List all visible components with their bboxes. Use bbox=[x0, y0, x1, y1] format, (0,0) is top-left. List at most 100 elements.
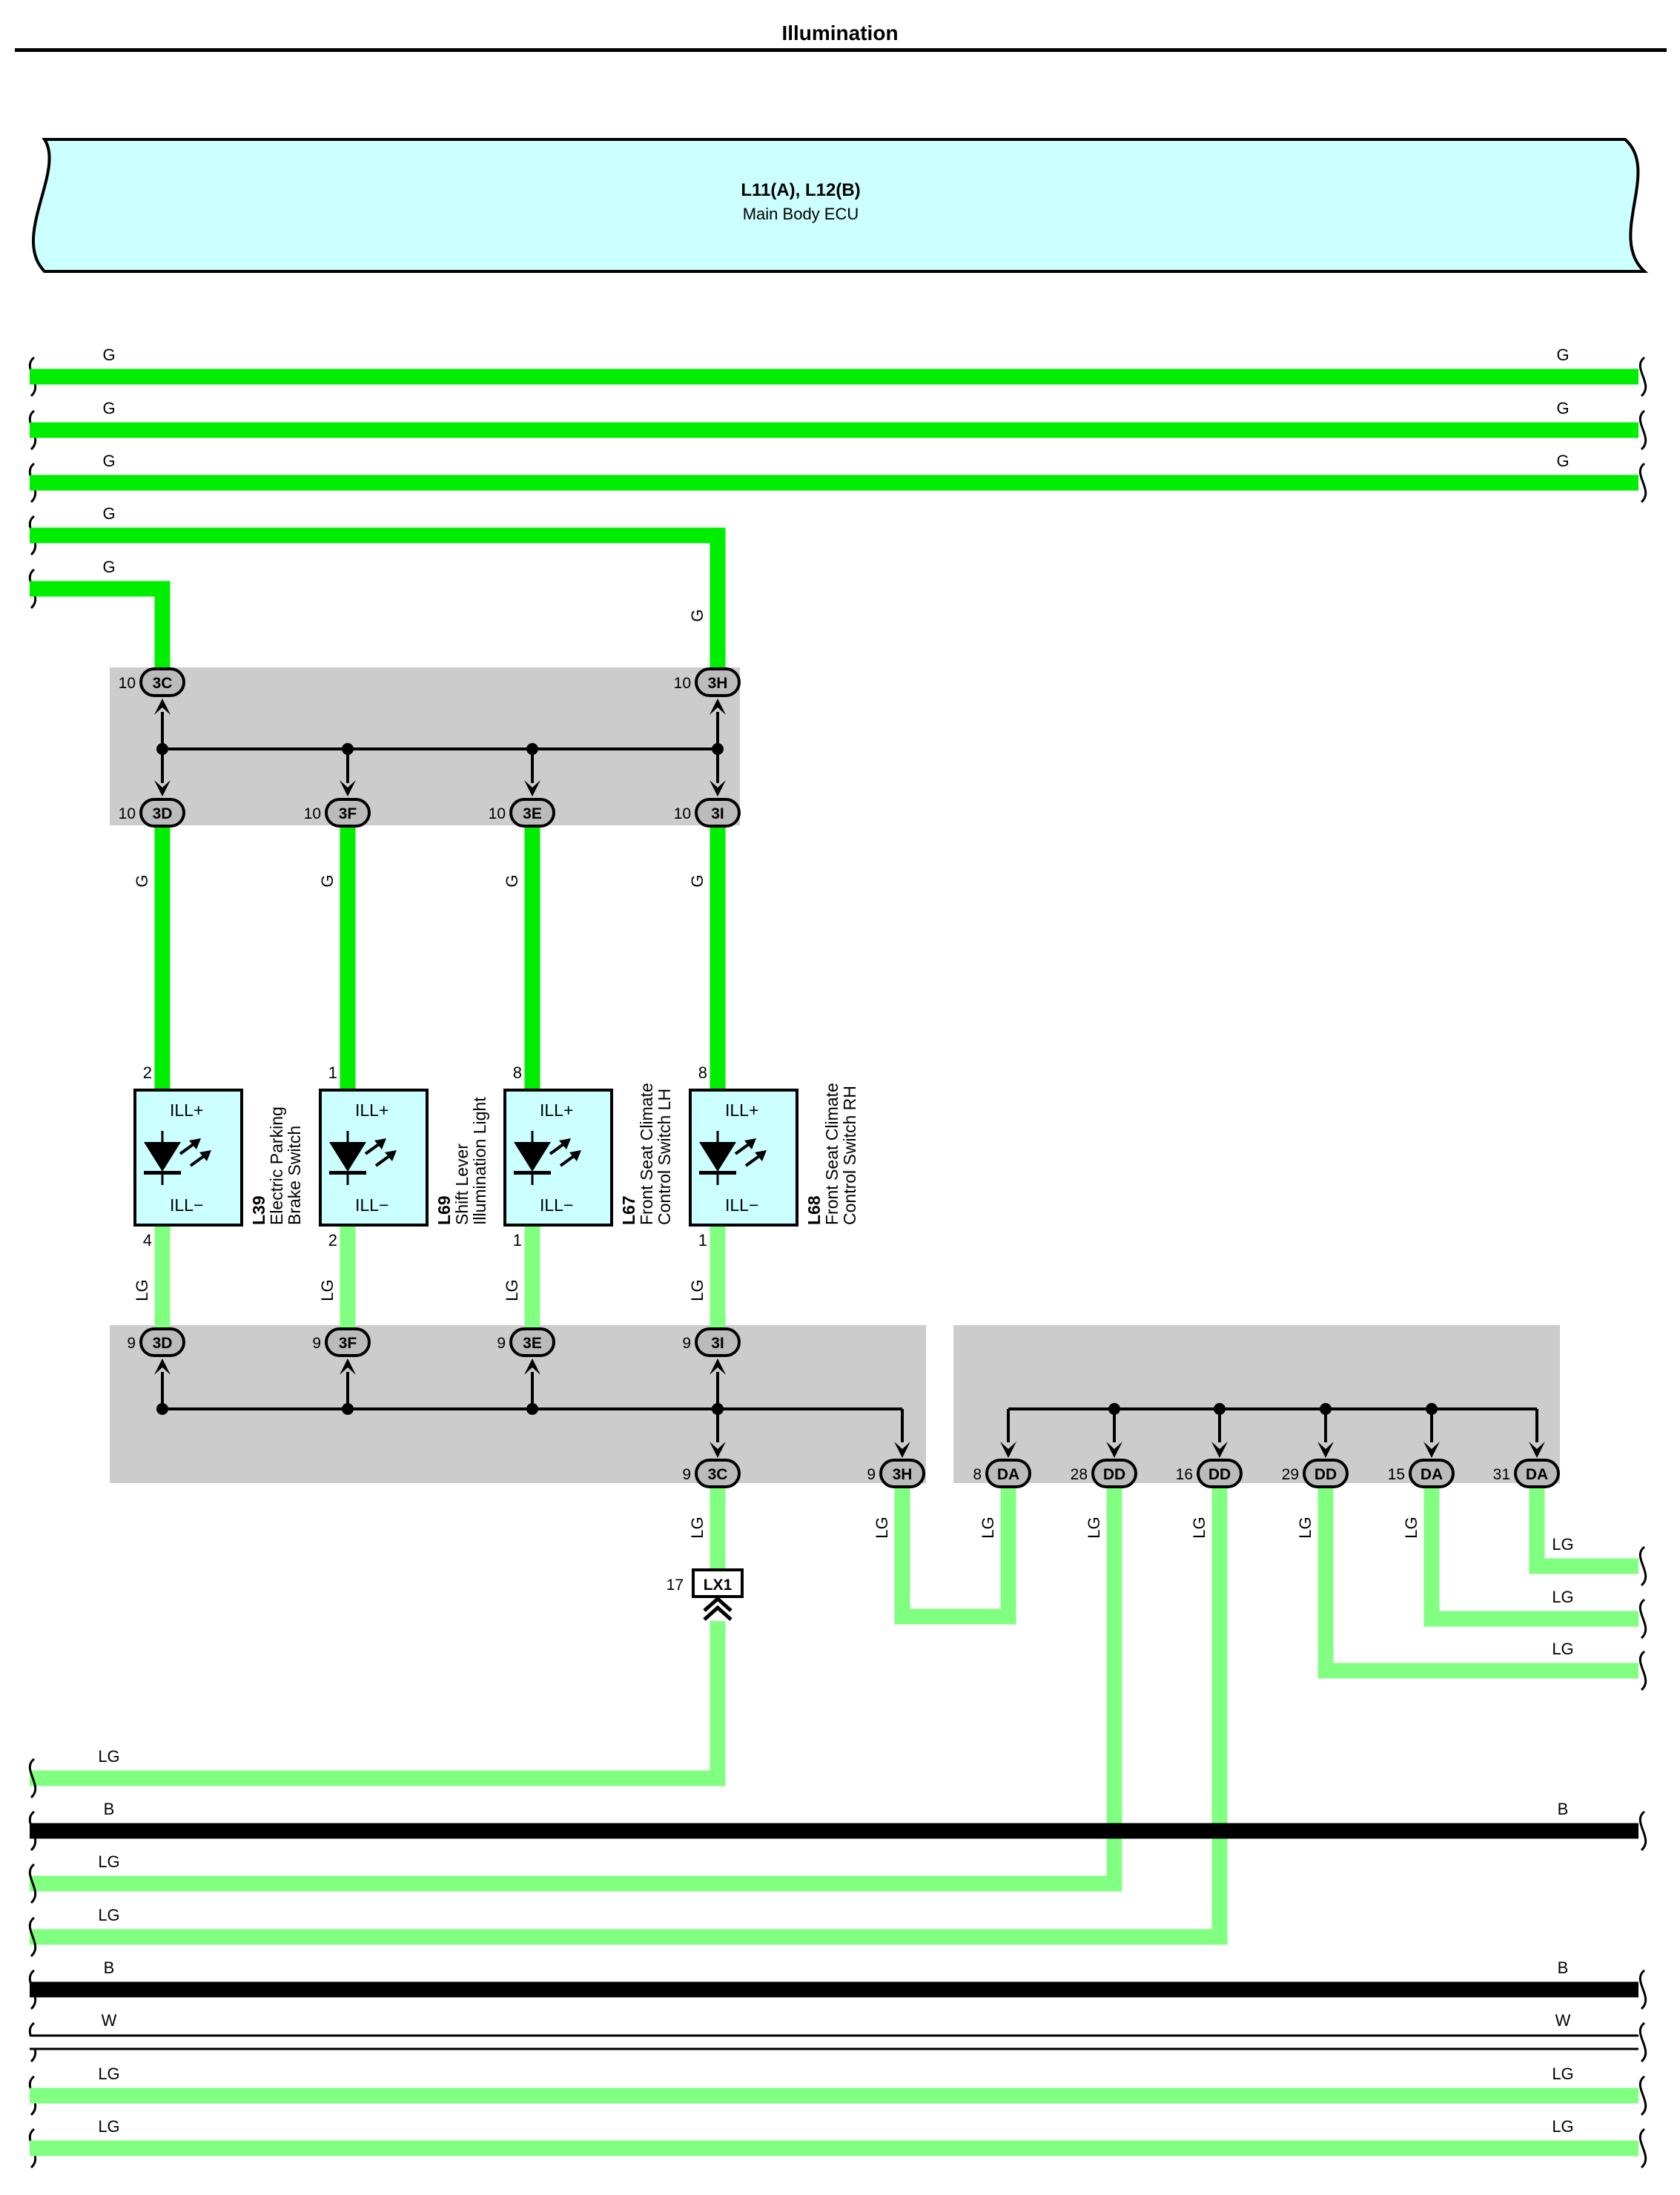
wire-label-top-left-4: G bbox=[102, 558, 115, 576]
led-bar-L39 bbox=[144, 1171, 181, 1175]
component-id-L69: L69 bbox=[434, 1195, 454, 1225]
connector-bottom-out-0-code: 3C bbox=[708, 1466, 728, 1483]
connector-top-out-3-pin: 10 bbox=[674, 805, 691, 822]
wire-break-right-bottom-5 bbox=[1638, 2021, 1647, 2063]
component-id-L68: L68 bbox=[804, 1195, 824, 1225]
connector-bottom-in-3-code: 3I bbox=[711, 1335, 724, 1352]
wire-label-bottom-left-1: B bbox=[104, 1800, 115, 1818]
wire-label-top-right-0: G bbox=[1556, 346, 1569, 364]
ill-minus-L39: ILL− bbox=[170, 1195, 203, 1215]
connector-bottom-in-1-shell bbox=[325, 1327, 371, 1357]
wire-stub-1 bbox=[1423, 1487, 1638, 1627]
connector-bottom-in-2-pin: 9 bbox=[497, 1335, 506, 1352]
main-body-ecu-block bbox=[31, 138, 1649, 273]
component-box-L69 bbox=[319, 1089, 429, 1227]
wire-stub-2 bbox=[1317, 1487, 1638, 1679]
junction-top-arrow-3 bbox=[710, 780, 726, 796]
wire-label-3h: LG bbox=[873, 1516, 891, 1538]
wire-label-stub-0: LG bbox=[1552, 1535, 1573, 1554]
wire-break-right-bottom-7 bbox=[1638, 2128, 1647, 2169]
led-bar-L67 bbox=[514, 1171, 551, 1175]
wire-label-3c: LG bbox=[688, 1516, 707, 1538]
pin-bottom-L69: 2 bbox=[328, 1231, 337, 1250]
pin-bottom-L39: 4 bbox=[143, 1231, 152, 1250]
wire-label-bottom-left-3: LG bbox=[98, 1906, 119, 1924]
wire-label-lg-L67: LG bbox=[503, 1279, 521, 1301]
wire-label-bottom-left-2: LG bbox=[98, 1852, 119, 1871]
wire-label-stub-1: LG bbox=[1552, 1588, 1573, 1606]
junction-bottom-arrow-in-0 bbox=[154, 1359, 171, 1375]
wire-break-right-top-0 bbox=[1638, 356, 1647, 397]
arrow-3c-top bbox=[154, 699, 171, 715]
wire-label-lg-L39: LG bbox=[133, 1279, 151, 1301]
connector-bottom-in-0-code: 3D bbox=[153, 1335, 173, 1352]
ecu-connector-codes: L11(A), L12(B) bbox=[741, 180, 860, 200]
wire-break-right-stub-2 bbox=[1638, 1650, 1647, 1691]
connector-right-out-4-pin: 15 bbox=[1388, 1466, 1405, 1483]
wire-break-left-bottom-0 bbox=[28, 1757, 37, 1799]
connector-right-out-3-code: DD bbox=[1314, 1466, 1337, 1483]
connector-right-out-1-shell bbox=[1091, 1459, 1137, 1488]
component-desc1-L68: Front Seat Climate bbox=[822, 1083, 841, 1225]
junction-bottom-arrow-in-3 bbox=[710, 1359, 726, 1375]
wire-break-right-top-2 bbox=[1638, 462, 1647, 504]
wire-label-bottom-left-5: W bbox=[102, 2011, 117, 2030]
wire-label-bottom-left-7: LG bbox=[98, 2117, 119, 2136]
connector-bottom-in-1-code: 3F bbox=[339, 1335, 357, 1352]
wire-break-right-bottom-6 bbox=[1638, 2075, 1647, 2116]
connector-3h-top-shell bbox=[695, 667, 741, 697]
connector-bottom-in-3-shell bbox=[695, 1327, 741, 1357]
wire-label-lg-L68: LG bbox=[688, 1279, 707, 1301]
component-desc2-L68: Control Switch RH bbox=[840, 1086, 859, 1225]
connector-top-out-1-code: 3F bbox=[339, 805, 357, 822]
led-ray-head-L68-1 bbox=[755, 1150, 767, 1161]
connector-right-out-0-pin: 8 bbox=[973, 1466, 982, 1483]
component-desc1-L67: Front Seat Climate bbox=[637, 1083, 656, 1225]
led-icon-L67 bbox=[514, 1142, 551, 1172]
connector-right-out-2-shell bbox=[1197, 1459, 1243, 1488]
connector-bottom-out-1-shell bbox=[879, 1459, 925, 1488]
wire-bottom-3 bbox=[30, 1487, 1228, 1945]
junction-bottom-arrow-in-2 bbox=[524, 1359, 540, 1375]
wire-label-g-L69: G bbox=[318, 874, 337, 887]
component-box-L68 bbox=[689, 1089, 798, 1227]
wire-label-top-right-1: G bbox=[1556, 399, 1569, 417]
led-bar-L69 bbox=[329, 1171, 366, 1175]
connector-right-out-3-pin: 29 bbox=[1282, 1466, 1299, 1483]
component-box-L67 bbox=[503, 1089, 613, 1227]
title-underline bbox=[15, 48, 1667, 52]
led-icon-L69 bbox=[329, 1142, 366, 1172]
wire-label-top-left-0: G bbox=[102, 346, 115, 364]
junction-right-arrow-2 bbox=[1211, 1442, 1228, 1458]
connector-right-out-1-code: DD bbox=[1103, 1466, 1125, 1483]
connector-bottom-in-0-pin: 9 bbox=[127, 1335, 136, 1352]
junction-block-top bbox=[110, 667, 740, 825]
connector-right-out-1-pin: 28 bbox=[1071, 1466, 1088, 1483]
junction-right-arrow-5 bbox=[1529, 1442, 1545, 1458]
wire-label-lg-L69: LG bbox=[318, 1279, 337, 1301]
connector-right-out-2-pin: 16 bbox=[1176, 1466, 1193, 1483]
connector-top-out-0-shell bbox=[139, 798, 185, 828]
connector-top-out-2-code: 3E bbox=[523, 805, 542, 822]
wire-label-bottom-right-1: B bbox=[1558, 1800, 1569, 1818]
junction-right-arrow-1 bbox=[1106, 1442, 1122, 1458]
connector-3h-top-code: 3H bbox=[708, 675, 728, 692]
connector-right-out-0-shell bbox=[985, 1459, 1031, 1488]
wire-top-4 bbox=[30, 581, 171, 671]
led-ray-head-L39-0 bbox=[189, 1138, 201, 1149]
connector-bottom-in-2-shell bbox=[509, 1327, 555, 1357]
component-desc2-L67: Control Switch LH bbox=[655, 1089, 674, 1225]
wire-break-left-bottom-3 bbox=[28, 1916, 37, 1958]
connector-bottom-out-1-pin: 9 bbox=[867, 1466, 876, 1483]
junction-top-arrow-1 bbox=[340, 780, 356, 796]
wire-label-bottom-left-0: LG bbox=[98, 1747, 119, 1766]
connector-top-out-0-code: 3D bbox=[153, 805, 173, 822]
wire-label-bottom-right-4: B bbox=[1558, 1958, 1569, 1977]
wire-bottom-0 bbox=[30, 1621, 726, 1786]
ill-minus-L69: ILL− bbox=[355, 1195, 388, 1215]
connector-top-out-2-pin: 10 bbox=[489, 805, 506, 822]
connector-top-out-2-shell bbox=[509, 798, 555, 828]
component-id-L39: L39 bbox=[249, 1195, 268, 1225]
wire-label-g-L67: G bbox=[503, 874, 521, 887]
